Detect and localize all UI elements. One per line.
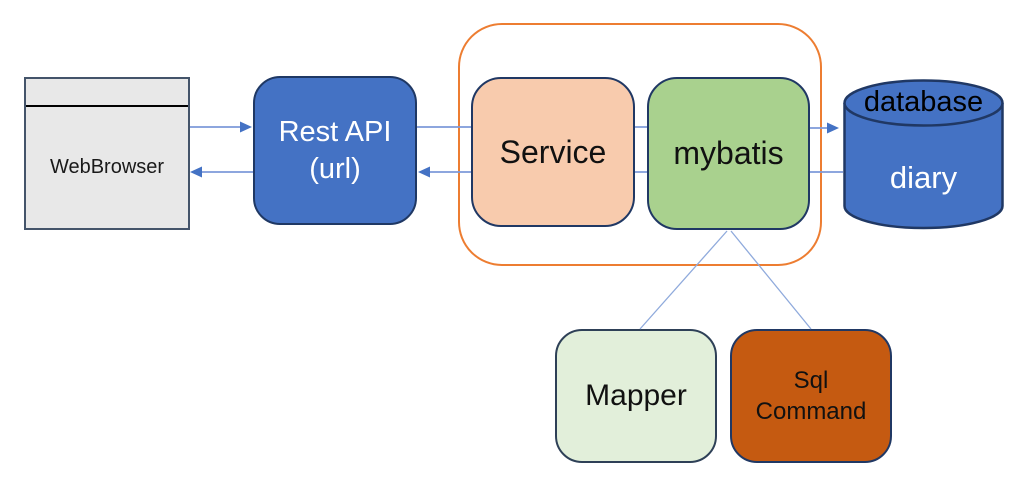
database-type-label: database bbox=[863, 85, 984, 118]
arrowhead-into-database bbox=[827, 122, 839, 134]
node-mybatis: mybatis bbox=[647, 77, 810, 230]
webbrowser-titlebar bbox=[26, 79, 188, 107]
arrowhead-into-webbrowser bbox=[190, 166, 202, 178]
webbrowser-label: WebBrowser bbox=[49, 156, 165, 178]
node-mapper: Mapper bbox=[555, 329, 717, 463]
arrowhead-into-restapi-return bbox=[418, 166, 430, 178]
node-sql-command: Sql Command bbox=[730, 329, 892, 463]
node-database-diary: database diary bbox=[842, 78, 1005, 230]
arrowhead-into-restapi bbox=[240, 121, 252, 133]
database-name-label: diary bbox=[889, 160, 958, 195]
node-rest-api: Rest API (url) bbox=[253, 76, 417, 225]
node-service: Service bbox=[471, 77, 635, 227]
node-webbrowser: WebBrowser bbox=[24, 77, 190, 230]
database-cylinder-icon bbox=[843, 79, 1004, 230]
